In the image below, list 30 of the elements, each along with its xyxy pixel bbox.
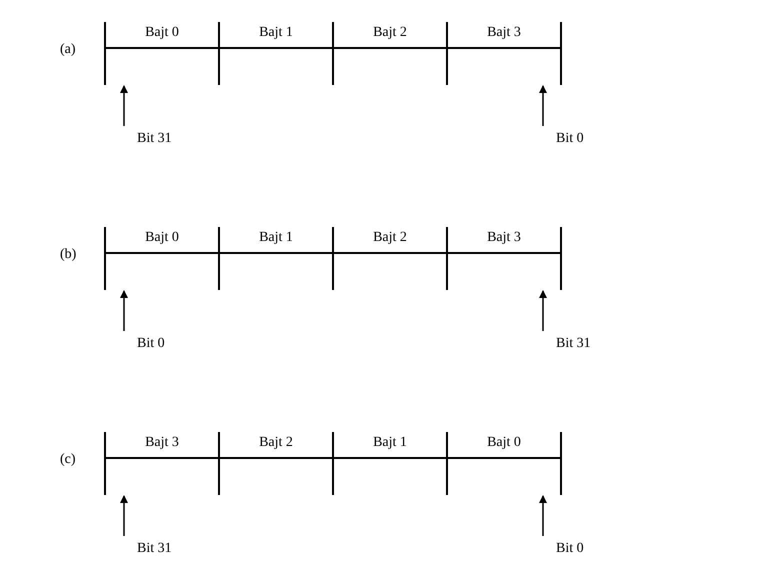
arrow <box>539 495 547 536</box>
byte-label: Bajt 1 <box>221 24 331 42</box>
byte-label: Bajt 3 <box>449 229 559 247</box>
bit-label: Bit 0 <box>539 128 599 148</box>
byte-label: Bajt 0 <box>449 434 559 452</box>
register-bar <box>104 227 562 290</box>
arrow <box>120 495 128 536</box>
byte-label: Bajt 2 <box>221 434 331 452</box>
byte-label: Bajt 3 <box>107 434 217 452</box>
row-label: (a) <box>60 41 76 59</box>
row-label: (c) <box>60 451 76 469</box>
row-label: (b) <box>60 246 76 264</box>
arrow <box>120 85 128 126</box>
register-bar <box>104 432 562 495</box>
register-bar <box>104 22 562 85</box>
byte-label: Bajt 2 <box>335 229 445 247</box>
arrow <box>539 290 547 331</box>
bit-label: Bit 31 <box>120 128 180 148</box>
byte-label: Bajt 0 <box>107 24 217 42</box>
byte-label: Bajt 3 <box>449 24 559 42</box>
arrow <box>120 290 128 331</box>
bit-label: Bit 0 <box>539 538 599 558</box>
bit-label: Bit 31 <box>120 538 180 558</box>
byte-label: Bajt 2 <box>335 24 445 42</box>
bit-label: Bit 0 <box>120 333 180 353</box>
byte-label: Bajt 1 <box>221 229 331 247</box>
bit-label: Bit 31 <box>539 333 599 353</box>
byte-label: Bajt 1 <box>335 434 445 452</box>
byte-label: Bajt 0 <box>107 229 217 247</box>
arrow <box>539 85 547 126</box>
